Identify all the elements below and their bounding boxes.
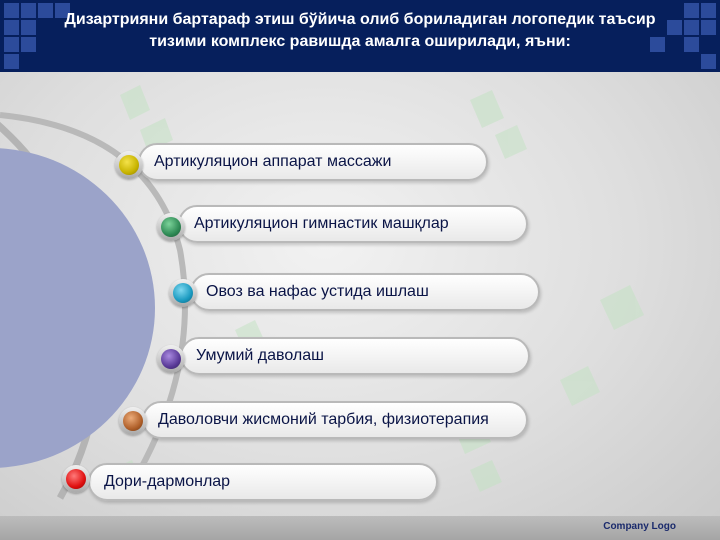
decor-square xyxy=(21,20,36,35)
decor-square xyxy=(667,20,682,35)
bullet-dot xyxy=(161,349,181,369)
bullet-dot xyxy=(173,283,193,303)
list-item-label: Артикуляцион гимнастик машқлар xyxy=(194,215,449,232)
decor-square xyxy=(4,37,19,52)
list-item: Артикуляцион гимнастик машқлар xyxy=(178,205,528,243)
bullet-icon xyxy=(169,279,197,307)
list-item: Умумий даволаш xyxy=(180,337,530,375)
decor-square xyxy=(684,37,699,52)
decor-square xyxy=(684,3,699,18)
bullet-dot xyxy=(123,411,143,431)
decor-square xyxy=(4,3,19,18)
list-item: Даволовчи жисмоний тарбия, физиотерапия xyxy=(142,401,528,439)
list-item: Овоз ва нафас устида ишлаш xyxy=(190,273,540,311)
bullet-icon xyxy=(62,465,90,493)
list-item-label: Артикуляцион аппарат массажи xyxy=(154,153,392,170)
bullet-icon xyxy=(157,213,185,241)
decor-square xyxy=(21,3,36,18)
decor-square xyxy=(684,20,699,35)
decor-square xyxy=(21,37,36,52)
decor-square xyxy=(701,20,716,35)
bullet-icon xyxy=(119,407,147,435)
header-bar: Дизартрияни бартараф этиш бўйича олиб бо… xyxy=(0,0,720,72)
decor-square xyxy=(701,3,716,18)
company-logo-text: Company Logo xyxy=(603,521,676,532)
list-item: Артикуляцион аппарат массажи xyxy=(138,143,488,181)
decor-square xyxy=(650,37,665,52)
list-item-label: Умумий даволаш xyxy=(196,347,324,364)
footer-bar: Company Logo xyxy=(0,516,720,540)
decor-square xyxy=(55,3,70,18)
list-item-label: Овоз ва нафас устида ишлаш xyxy=(206,283,429,300)
bullet-icon xyxy=(157,345,185,373)
bullet-dot xyxy=(119,155,139,175)
decor-square xyxy=(701,54,716,69)
bullet-dot xyxy=(66,469,86,489)
decor-square xyxy=(38,3,53,18)
decor-square xyxy=(4,20,19,35)
list-item-label: Даволовчи жисмоний тарбия, физиотерапия xyxy=(158,411,489,428)
bullet-icon xyxy=(115,151,143,179)
list-item: Дори-дармонлар xyxy=(88,463,438,501)
slide-title: Дизартрияни бартараф этиш бўйича олиб бо… xyxy=(64,11,656,50)
bullet-dot xyxy=(161,217,181,237)
decor-square xyxy=(4,54,19,69)
list-item-label: Дори-дармонлар xyxy=(104,473,231,490)
